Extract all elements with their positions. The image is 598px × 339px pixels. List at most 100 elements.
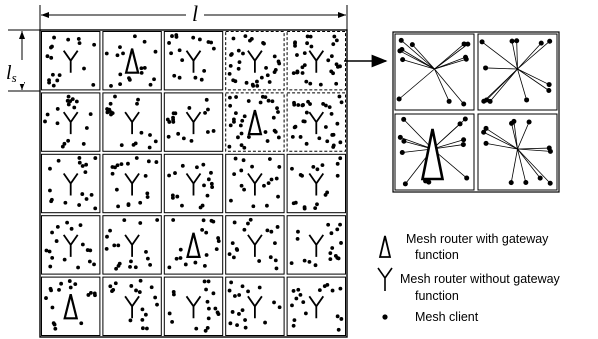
mesh-client-dot bbox=[315, 202, 319, 207]
mesh-client-dot bbox=[152, 77, 156, 82]
mesh-client-dot bbox=[242, 187, 246, 192]
mesh-client-dot bbox=[243, 325, 248, 330]
mesh-client-dot bbox=[171, 117, 176, 122]
mesh-client-dot bbox=[546, 88, 552, 94]
cell-border bbox=[102, 92, 162, 152]
mesh-client-dot bbox=[290, 166, 294, 171]
mesh-client-dot bbox=[402, 181, 408, 187]
mesh-client-dot bbox=[167, 311, 172, 316]
mesh-client-dot bbox=[339, 241, 343, 245]
mesh-client-dot bbox=[134, 156, 139, 160]
router-no-gateway-icon bbox=[185, 50, 202, 73]
mesh-client-dot bbox=[189, 138, 194, 143]
mesh-client-dot bbox=[131, 142, 136, 147]
mesh-client-dot bbox=[292, 125, 297, 130]
mesh-client-dot bbox=[56, 158, 61, 163]
mesh-client-dot bbox=[47, 80, 51, 85]
mesh-client-dot bbox=[227, 71, 232, 76]
mesh-client-dot bbox=[84, 126, 89, 130]
client-link bbox=[483, 131, 518, 150]
mesh-client-dot bbox=[331, 71, 335, 76]
mesh-client-dot bbox=[44, 296, 48, 300]
mesh-client-dot bbox=[240, 308, 245, 313]
router-no-gateway-icon bbox=[62, 111, 79, 135]
mesh-client-dot bbox=[143, 312, 148, 317]
legend-router-no-gateway-label: Mesh router without gateway bbox=[400, 272, 561, 286]
mesh-client-dot bbox=[339, 317, 344, 321]
mesh-client-dot bbox=[243, 318, 247, 322]
mesh-client-dot bbox=[338, 156, 343, 161]
mesh-client-dot bbox=[148, 262, 153, 267]
mesh-client-dot bbox=[72, 105, 77, 110]
mesh-client-dot bbox=[133, 265, 138, 270]
mesh-client-dot bbox=[153, 139, 158, 144]
mesh-client-dot bbox=[268, 255, 273, 260]
zoom-cell bbox=[477, 113, 558, 191]
mesh-client-dot bbox=[148, 82, 153, 87]
mesh-client-dot bbox=[228, 321, 233, 326]
cell-size-dimension: ls bbox=[4, 29, 40, 92]
svg-text:ls: ls bbox=[6, 62, 17, 85]
mesh-client-dot bbox=[333, 253, 338, 258]
cell-border bbox=[163, 92, 224, 152]
mesh-client-dot bbox=[70, 97, 75, 102]
mesh-client-dot bbox=[126, 161, 130, 166]
mesh-client-dot bbox=[142, 66, 147, 70]
mesh-client-dot bbox=[81, 142, 86, 146]
mesh-client-dot bbox=[122, 218, 127, 223]
mesh-client-dot bbox=[77, 160, 82, 165]
mesh-client-dot bbox=[228, 95, 232, 100]
router-no-gateway-icon bbox=[62, 234, 79, 257]
mesh-client-dot bbox=[335, 314, 340, 319]
mesh-client-dot bbox=[547, 38, 553, 44]
legend-mesh-client: Mesh client bbox=[382, 310, 479, 324]
mesh-client-dot bbox=[50, 230, 54, 235]
mesh-client-dot bbox=[263, 320, 267, 325]
cell-border bbox=[163, 153, 224, 214]
mesh-client-dot bbox=[139, 130, 144, 135]
mesh-client-dot bbox=[77, 203, 82, 207]
mesh-client-dot bbox=[514, 38, 520, 44]
mesh-client-dot bbox=[272, 70, 277, 75]
cell-border bbox=[41, 153, 101, 214]
mesh-client-dot bbox=[177, 48, 182, 53]
cell-border bbox=[102, 153, 162, 214]
mesh-client-dot bbox=[290, 303, 294, 308]
mesh-client-dot bbox=[399, 46, 405, 52]
mesh-client-dot bbox=[169, 51, 173, 56]
mesh-client-dot bbox=[48, 166, 52, 171]
mesh-client-dot bbox=[176, 131, 181, 136]
mesh-client-dot bbox=[142, 39, 147, 44]
mesh-client-dot bbox=[483, 140, 489, 146]
mesh-client-dot bbox=[118, 72, 123, 77]
mesh-client-dot bbox=[204, 97, 209, 102]
mesh-client-dot bbox=[338, 286, 343, 291]
mesh-client-dot bbox=[401, 138, 407, 144]
mesh-client-dot bbox=[330, 246, 335, 250]
cell-border bbox=[225, 153, 285, 214]
mesh-client-dot bbox=[80, 192, 85, 196]
cell-border bbox=[286, 276, 347, 337]
router-no-gateway-icon bbox=[247, 234, 263, 257]
mesh-client-dot bbox=[325, 139, 330, 144]
legend-gateway-router: Mesh router with gateway function bbox=[378, 232, 549, 262]
zoom-cell-border bbox=[394, 33, 475, 111]
mesh-client-dot bbox=[338, 222, 342, 227]
grid-cell bbox=[41, 215, 101, 275]
mesh-client-dot bbox=[326, 58, 331, 63]
mesh-client-dot bbox=[329, 112, 334, 116]
client-link bbox=[412, 44, 435, 70]
mesh-client-dot bbox=[269, 177, 274, 182]
mesh-client-dot bbox=[86, 293, 91, 297]
legend-router-no-gateway: Mesh router without gateway function bbox=[377, 267, 561, 303]
mesh-client-dot bbox=[272, 54, 277, 59]
mesh-client-dot bbox=[134, 288, 138, 293]
mesh-client-dot bbox=[105, 234, 109, 239]
mesh-client-dot bbox=[238, 123, 243, 128]
mesh-client-dot bbox=[119, 162, 124, 167]
mesh-client-dot bbox=[231, 36, 236, 41]
router-no-gateway-icon bbox=[124, 295, 140, 319]
mesh-client-dot bbox=[229, 198, 233, 203]
mesh-client-dot bbox=[112, 243, 117, 248]
mesh-client-dot bbox=[52, 322, 57, 327]
